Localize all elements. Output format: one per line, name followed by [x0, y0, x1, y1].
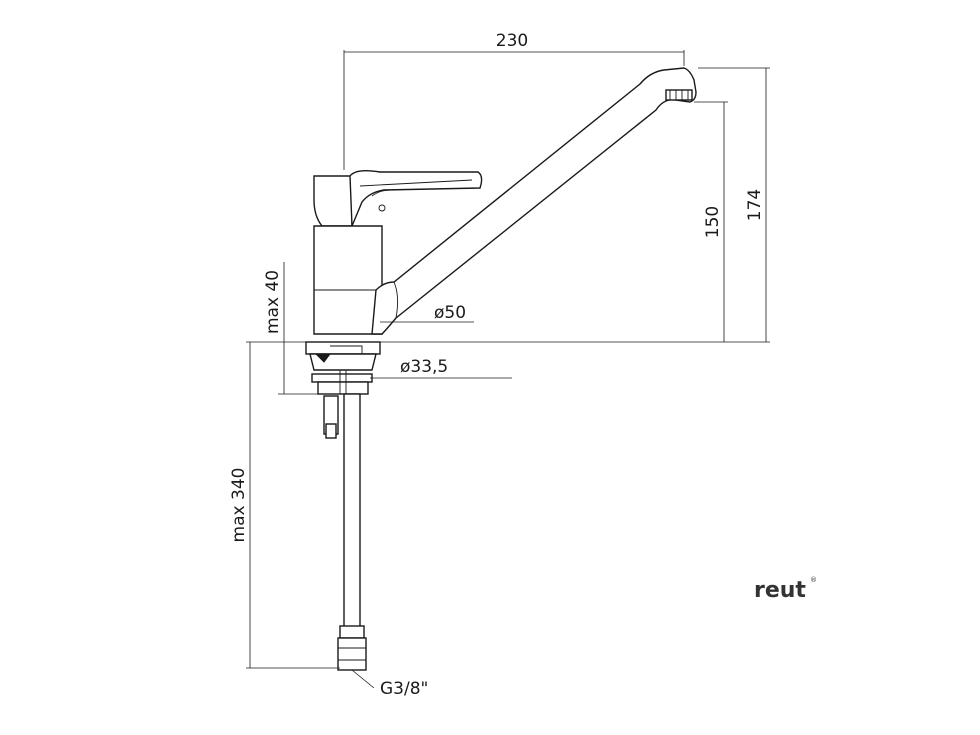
mounting-assembly: [305, 341, 381, 439]
spout-height-label: 150: [703, 206, 723, 238]
brand-name: reut: [754, 578, 806, 603]
hose-length-label: max 340: [229, 468, 249, 543]
faucet-body: [313, 169, 483, 335]
hole-diameter-label: ø33,5: [400, 357, 448, 377]
deck-thickness-label: max 40: [263, 270, 283, 334]
brand-logo: reut ®: [754, 576, 817, 603]
spout-reach-label: 230: [496, 31, 528, 51]
body-diameter-label: ø50: [434, 303, 466, 323]
connection-thread-label: G3/8": [380, 679, 428, 699]
flexible-hose: [337, 393, 367, 671]
dimension-lines: [246, 50, 770, 689]
brand-registered-mark: ®: [810, 576, 817, 584]
faucet-spout: [371, 67, 697, 335]
total-height-label: 174: [745, 189, 765, 221]
